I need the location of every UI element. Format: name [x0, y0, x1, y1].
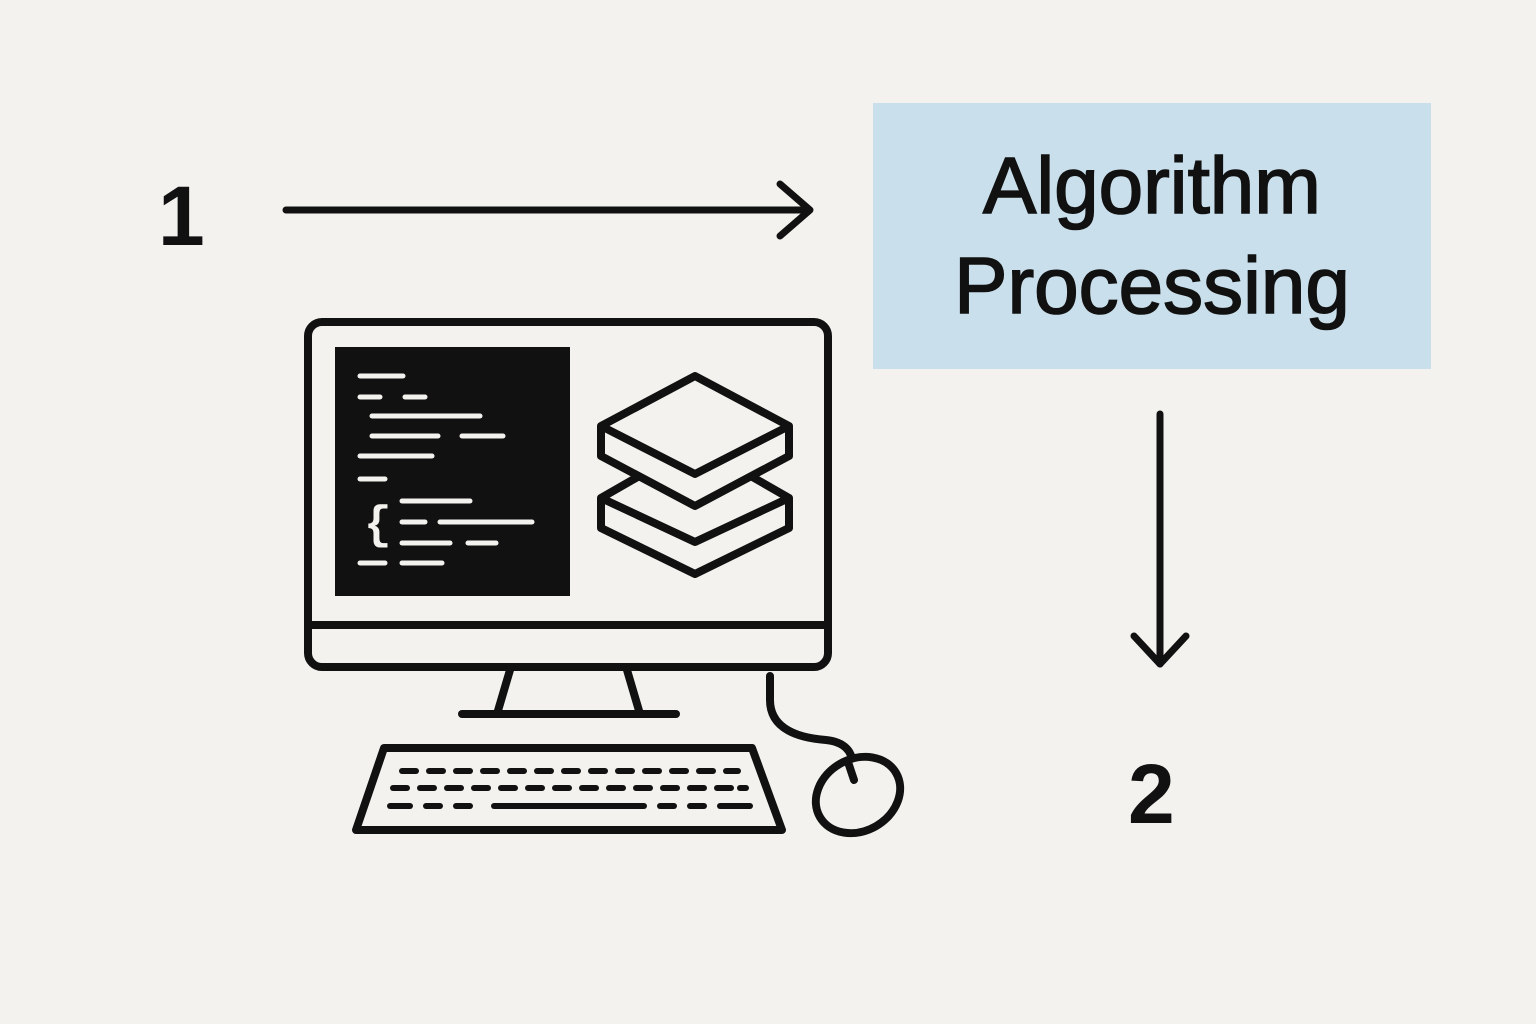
step-number-1: 1	[158, 169, 205, 263]
monitor-stand	[458, 666, 680, 718]
process-title-line-2: Processing	[953, 240, 1350, 331]
process-box-fill	[873, 103, 1431, 369]
arrow-right-icon	[282, 180, 814, 240]
algorithm-processing-box: Algorithm Processing	[873, 103, 1431, 369]
code-panel	[335, 347, 570, 596]
computer-icon: {	[304, 318, 905, 838]
step-number-2: 2	[1128, 747, 1175, 841]
arrow-down-icon	[1130, 410, 1190, 668]
monitor-icon	[304, 318, 832, 671]
code-lines	[357, 373, 535, 566]
mouse-icon	[766, 672, 905, 838]
keyboard-icon	[352, 744, 786, 834]
layers-icon	[597, 372, 793, 578]
process-title-line-1: Algorithm	[982, 140, 1321, 231]
code-brace: {	[364, 500, 392, 552]
